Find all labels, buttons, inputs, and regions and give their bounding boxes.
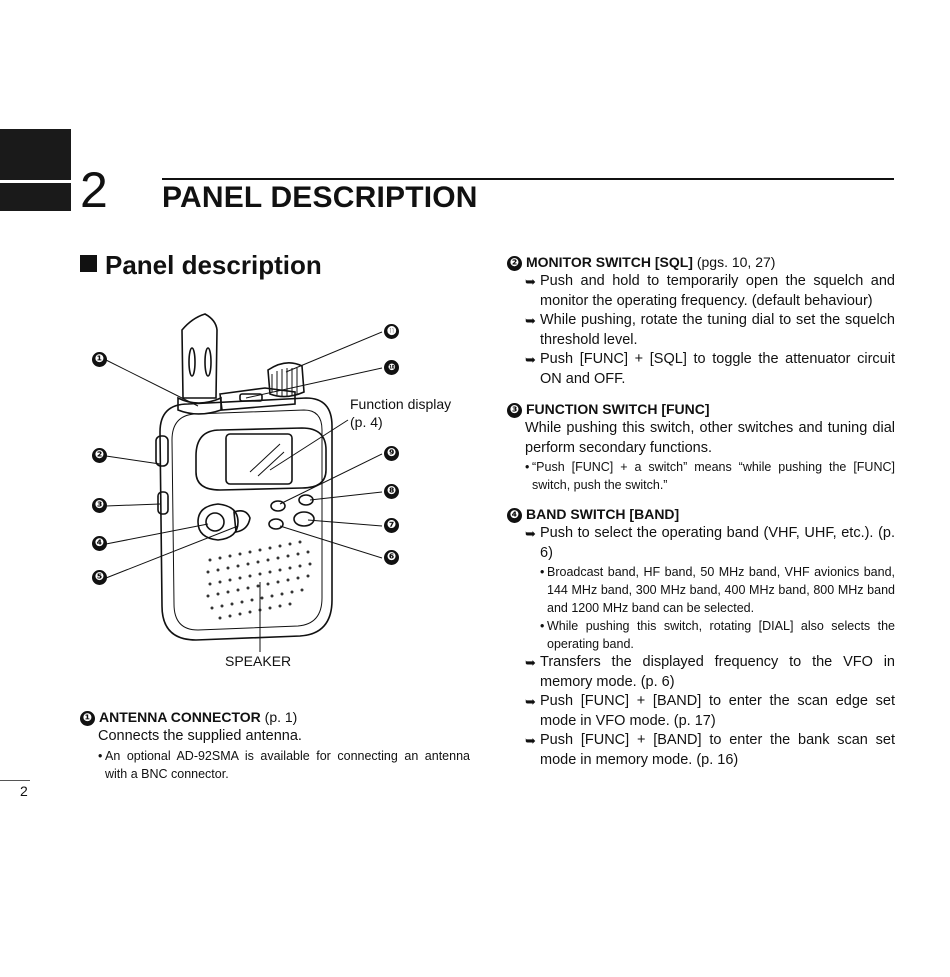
band-rocker: [197, 503, 239, 541]
chapter-tab-rule: [0, 180, 71, 183]
chapter-number: 2: [80, 162, 108, 218]
right-column: ❷ MONITOR SWITCH [SQL] (pgs. 10, 27) ➥Pus…: [507, 252, 895, 770]
item-head-band: ❹ BAND SWITCH [BAND]: [507, 504, 895, 524]
section-title: Panel description: [80, 248, 322, 282]
chapter-title: PANEL DESCRIPTION: [162, 181, 478, 214]
page-number-rule: [0, 780, 30, 781]
arrow-icon: ➥: [525, 733, 536, 748]
antenna-shape: [181, 313, 218, 399]
bullet-dot: •: [525, 460, 530, 474]
function-display-page: (p. 4): [350, 414, 383, 430]
display-window: [225, 433, 293, 485]
callout-3: ❸: [92, 498, 107, 513]
monitor-bullet-3: ➥Push [FUNC] + [SQL] to toggle the atten…: [525, 351, 895, 387]
item-text-function: While pushing this switch, other switche…: [525, 420, 895, 456]
side-button-func: [157, 491, 169, 515]
item-note-function: •“Push [FUNC] + a switch” means “while p…: [525, 460, 895, 492]
monitor-bullet-2: ➥While pushing, rotate the tuning dial t…: [525, 312, 895, 348]
callout-10: ❿: [384, 360, 399, 375]
antenna-base: [177, 396, 222, 415]
callout-1: ❶: [92, 352, 107, 367]
section-title-text: Panel description: [105, 250, 322, 280]
item-badge-4: ❹: [507, 508, 522, 523]
speaker-grill: [206, 540, 312, 620]
band-bullet-4: ➥Push [FUNC] + [BAND] to enter the bank …: [525, 732, 895, 768]
band-bullet-2: ➥Transfers the displayed frequency to th…: [525, 654, 895, 690]
side-button-monitor: [155, 435, 169, 467]
bullet-dot: •: [98, 748, 103, 763]
bullet-dot: •: [540, 619, 545, 633]
page-number: 2: [20, 783, 28, 799]
side-key: [233, 510, 251, 533]
item-note-antenna: •An optional AD-92SMA is available for c…: [98, 748, 470, 781]
item-antenna-connector: ❶ ANTENNA CONNECTOR (p. 1) Connects the s…: [80, 707, 470, 783]
item-title-monitor: MONITOR SWITCH [SQL]: [526, 254, 693, 270]
band-subnote-1: •Broadcast band, HF band, 50 MHz band, V…: [540, 565, 895, 615]
radio-body: [159, 397, 333, 641]
display-bezel: [195, 427, 327, 491]
function-display-label: Function display: [350, 396, 452, 412]
arrow-icon: ➥: [525, 274, 536, 289]
antenna-slot-left: [188, 347, 196, 377]
speaker-label: SPEAKER: [225, 653, 292, 669]
callout-9: ❾: [384, 446, 399, 461]
chapter-rule: [162, 178, 894, 180]
item-title-function: FUNCTION SWITCH [FUNC]: [526, 401, 710, 417]
callout-2: ❷: [92, 448, 107, 463]
item-head-antenna: ❶ ANTENNA CONNECTOR (p. 1): [80, 707, 470, 727]
item-text-antenna: Connects the supplied antenna.: [98, 728, 302, 744]
item-pages-monitor: (pgs. 10, 27): [696, 254, 776, 270]
band-switch: [205, 512, 225, 532]
callout-5: ❺: [92, 570, 107, 585]
item-pages-antenna: (p. 1): [264, 709, 298, 725]
band-subnote-2: •While pushing this switch, rotating [DI…: [540, 619, 895, 651]
antenna-slot-right: [204, 347, 212, 377]
band-bullet-3: ➥Push [FUNC] + [BAND] to enter the scan …: [525, 693, 895, 729]
square-bullet-icon: [80, 255, 97, 272]
item-badge-1: ❶: [80, 711, 95, 726]
arrow-icon: ➥: [525, 655, 536, 670]
button-6: [268, 518, 284, 530]
bullet-dot: •: [540, 565, 545, 579]
leader-lines: [105, 331, 383, 652]
callout-8: ❽: [384, 484, 399, 499]
arrow-icon: ➥: [525, 313, 536, 328]
arrow-icon: ➥: [525, 526, 536, 541]
item-title-band: BAND SWITCH [BAND]: [526, 506, 680, 522]
radio-diagram: ❶ ❷ ❸ ❹ ❺ ❻ ❼ ❽ ❾ ❿ ⓫ Function display (…: [80, 300, 470, 680]
arrow-icon: ➥: [525, 352, 536, 367]
chapter-tab-block: [0, 129, 71, 211]
arrow-icon: ➥: [525, 694, 536, 709]
monitor-bullet-1: ➥Push and hold to temporarily open the s…: [525, 273, 895, 309]
item-badge-3: ❸: [507, 403, 522, 418]
item-head-monitor: ❷ MONITOR SWITCH [SQL] (pgs. 10, 27): [507, 252, 895, 272]
tuning-dial: [267, 362, 305, 398]
item-title-antenna: ANTENNA CONNECTOR: [99, 709, 261, 725]
callout-7: ❼: [384, 518, 399, 533]
button-7: [293, 511, 315, 527]
callout-11: ⓫: [384, 324, 399, 339]
item-badge-2: ❷: [507, 256, 522, 271]
radio-illustration: [105, 313, 383, 652]
callout-4: ❹: [92, 536, 107, 551]
button-9: [270, 500, 286, 512]
callout-6: ❻: [384, 550, 399, 565]
band-bullet-1: ➥Push to select the operating band (VHF,…: [525, 525, 895, 561]
item-head-function: ❸ FUNCTION SWITCH [FUNC]: [507, 399, 895, 419]
